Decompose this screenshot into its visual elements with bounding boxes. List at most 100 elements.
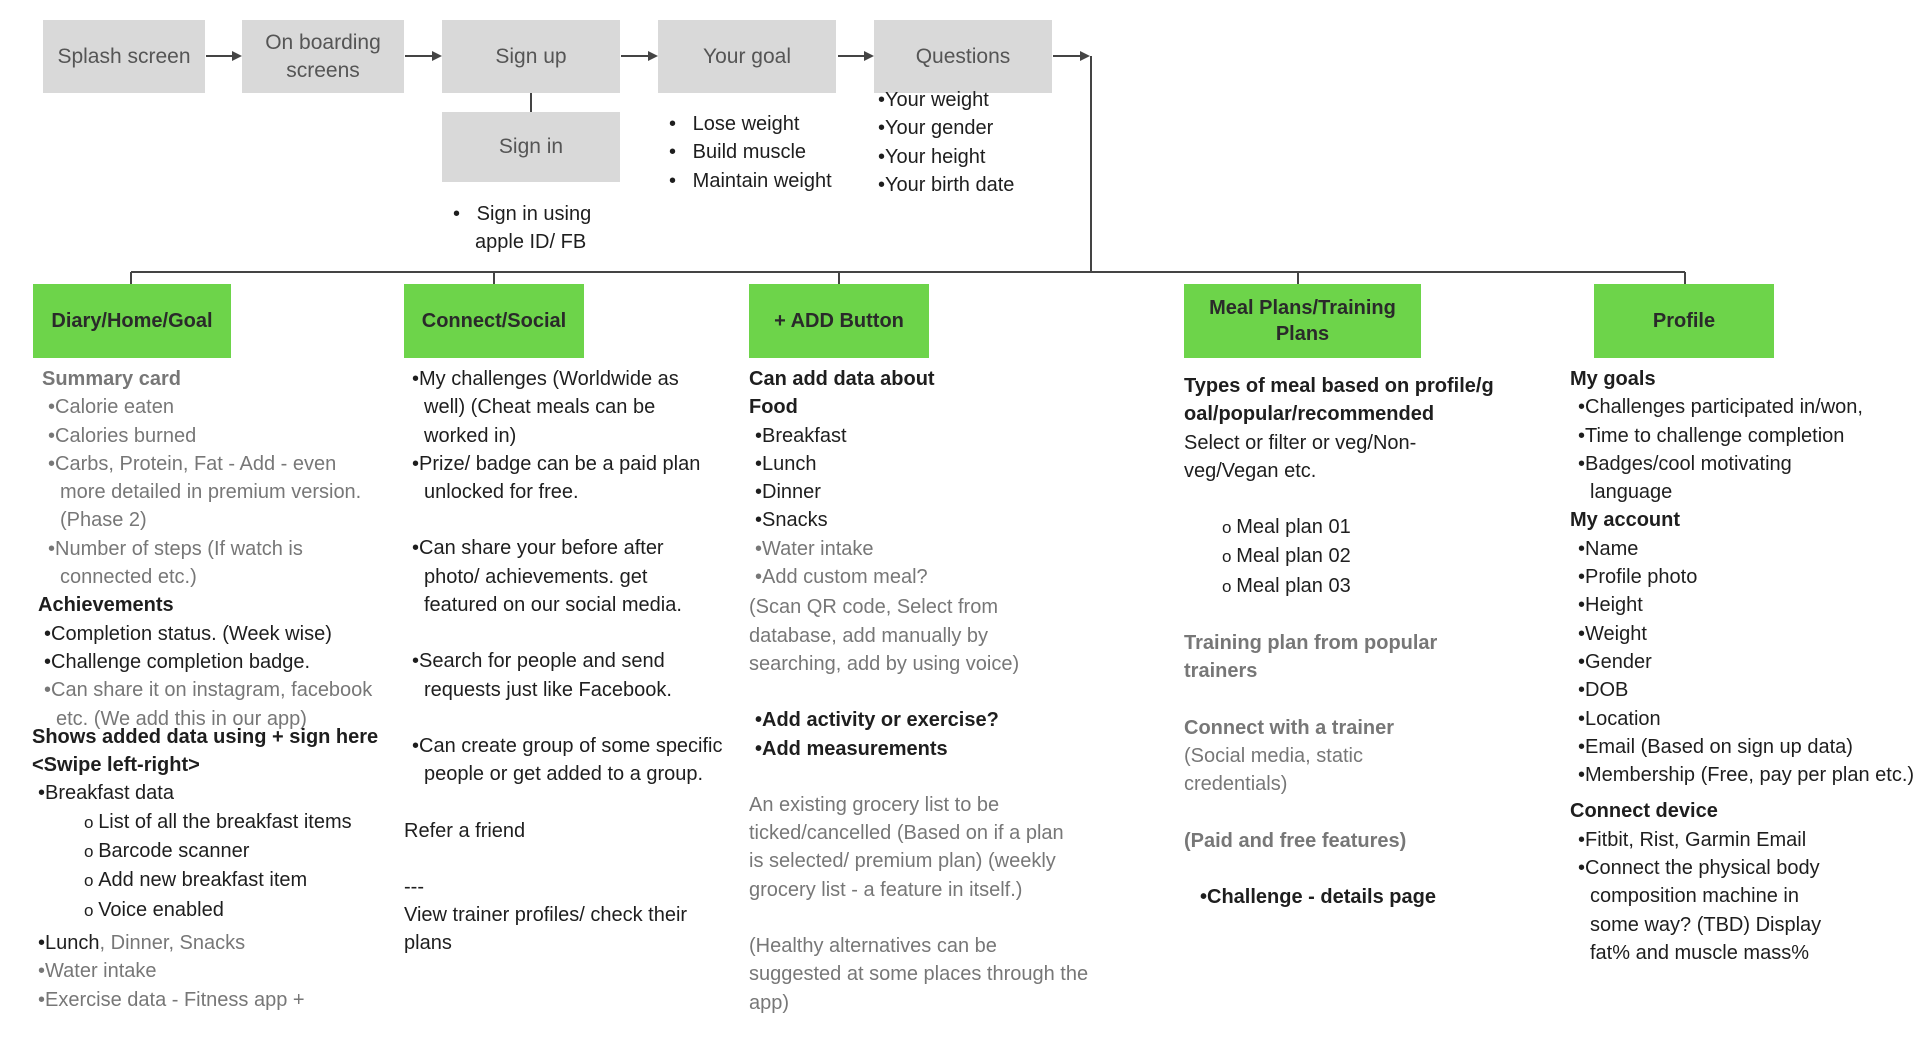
question-items-list: Your weight Your gender Your height Your… bbox=[878, 86, 1078, 199]
add-column: Can add data about Food Breakfast Lunch … bbox=[749, 365, 1089, 1017]
connect-item: Prize/ badge can be a paid plan unlocked… bbox=[412, 450, 714, 507]
achievement-item: Can share it on instagram, facebook etc.… bbox=[44, 676, 396, 733]
add-activity-item: Add activity or exercise? bbox=[755, 706, 1089, 734]
onboarding-label: On boarding screens bbox=[265, 31, 381, 82]
question-item: Your height bbox=[878, 143, 1078, 171]
challenge-details-item: Challenge - details page bbox=[1200, 883, 1514, 911]
onboarding-box: On boarding screens bbox=[242, 20, 404, 93]
lunch-dinner-item: Lunch, Dinner, Snacks bbox=[38, 929, 397, 957]
diary-column: Summary card Calorie eaten Calories burn… bbox=[32, 365, 397, 1014]
connect-column: My challenges (Worldwide as well) (Cheat… bbox=[404, 365, 724, 958]
signin-box: Sign in bbox=[442, 112, 620, 182]
food-item: Lunch bbox=[755, 450, 1089, 478]
my-account-heading: My account bbox=[1570, 509, 1681, 532]
account-item: Gender bbox=[1578, 648, 1915, 676]
scan-note-text: (Scan QR code, Select from database, add… bbox=[749, 596, 1020, 675]
signup-label: Sign up bbox=[495, 44, 567, 68]
summary-item: Carbs, Protein, Fat - Add - even more de… bbox=[48, 450, 380, 535]
device-item: Connect the physical body composition ma… bbox=[1578, 854, 1840, 967]
question-item: Your birth date bbox=[878, 171, 1078, 199]
goal-item: Badges/cool motivating language bbox=[1578, 450, 1870, 507]
connect-device-heading: Connect device bbox=[1570, 800, 1718, 823]
add-food-heading: Can add data about Food bbox=[749, 368, 935, 419]
achievement-item: Completion status. (Week wise) bbox=[44, 620, 397, 648]
breakfast-sub-item: List of all the breakfast items bbox=[46, 808, 397, 837]
summary-card-heading: Summary card bbox=[42, 368, 181, 390]
signup-box: Sign up bbox=[442, 20, 620, 93]
shows-added-data-heading: Shows added data using + sign here <Swip… bbox=[32, 725, 379, 777]
goal-option: Build muscle bbox=[663, 138, 833, 166]
goal-item: Time to challenge completion bbox=[1578, 422, 1915, 450]
profile-section-title: Profile bbox=[1652, 310, 1716, 332]
your-goal-box: Your goal bbox=[658, 20, 836, 93]
meal-plan-item: Meal plan 03 bbox=[1184, 572, 1514, 601]
splash-screen-box: Splash screen bbox=[43, 20, 205, 93]
question-item: Your gender bbox=[878, 114, 1078, 142]
meal-plan-item: Meal plan 01 bbox=[1184, 513, 1514, 542]
meal-column: Types of meal based on profile/goal/popu… bbox=[1184, 372, 1514, 911]
breakfast-sub-item: Add new breakfast item bbox=[46, 866, 397, 895]
breakfast-data-item: Breakfast data bbox=[38, 779, 397, 807]
food-item: Breakfast bbox=[755, 422, 1089, 450]
goal-options-list: Lose weight Build muscle Maintain weight bbox=[663, 110, 833, 195]
connect-trainer-text: Connect with a trainer bbox=[1184, 716, 1395, 739]
dashes-text: --- bbox=[404, 875, 424, 898]
profile-column: My goals Challenges participated in/won,… bbox=[1570, 365, 1915, 967]
water-intake-item: Water intake bbox=[38, 957, 397, 985]
training-plan-text: Training plan from popular trainers bbox=[1184, 632, 1438, 683]
meal-filter-text: Select or filter or veg/Non-veg/Vegan et… bbox=[1184, 431, 1417, 482]
exercise-data-item: Exercise data - Fitness app + bbox=[38, 986, 397, 1014]
add-extra-item: Water intake bbox=[755, 535, 1089, 563]
meal-plan-item: Meal plan 02 bbox=[1184, 542, 1514, 571]
connect-item: My challenges (Worldwide as well) (Cheat… bbox=[412, 365, 724, 450]
account-item: Location bbox=[1578, 705, 1915, 733]
question-item: Your weight bbox=[878, 86, 1078, 114]
splash-screen-label: Splash screen bbox=[57, 44, 191, 68]
account-item: Name bbox=[1578, 535, 1915, 563]
refer-friend-text: Refer a friend bbox=[404, 819, 526, 842]
add-extra-item: Add custom meal? bbox=[755, 563, 1089, 591]
achievements-heading: Achievements bbox=[38, 594, 174, 617]
connect-item: Search for people and send requests just… bbox=[412, 647, 724, 704]
questions-label: Questions bbox=[915, 44, 1011, 68]
goal-option: Lose weight bbox=[663, 110, 833, 138]
goal-option: Maintain weight bbox=[663, 167, 833, 195]
signin-note-text: Sign in using apple ID/ FB bbox=[447, 200, 617, 257]
dinner-snacks-label: , Dinner, Snacks bbox=[99, 931, 246, 954]
device-item: Fitbit, Rist, Garmin Email bbox=[1578, 826, 1915, 854]
your-goal-label: Your goal bbox=[703, 44, 791, 68]
account-item: Profile photo bbox=[1578, 563, 1915, 591]
add-section-title: + ADD Button bbox=[774, 310, 904, 332]
connect-item: Can share your before after photo/ achie… bbox=[412, 534, 724, 619]
summary-item: Calorie eaten bbox=[48, 393, 397, 421]
add-section-box: + ADD Button bbox=[749, 284, 929, 358]
meal-section-title: Meal Plans/Training Plans bbox=[1209, 297, 1396, 345]
account-item: DOB bbox=[1578, 676, 1915, 704]
account-item: Membership (Free, pay per plan etc.) bbox=[1578, 761, 1915, 789]
meal-types-heading: Types of meal based on profile/goal/popu… bbox=[1184, 375, 1494, 426]
achievement-item: Challenge completion badge. bbox=[44, 648, 397, 676]
connect-item: Can create group of some specific people… bbox=[412, 732, 724, 789]
connect-section-box: Connect/Social bbox=[404, 284, 584, 358]
meal-section-box: Meal Plans/Training Plans bbox=[1184, 284, 1421, 358]
social-note-text: (Social media, static credentials) bbox=[1184, 744, 1363, 796]
signin-label: Sign in bbox=[498, 135, 564, 159]
add-measurements-item: Add measurements bbox=[755, 735, 1089, 763]
goal-item: Challenges participated in/won, bbox=[1578, 393, 1870, 421]
connect-section-title: Connect/Social bbox=[421, 310, 567, 332]
breakfast-sub-item: Barcode scanner bbox=[46, 837, 397, 866]
my-goals-heading: My goals bbox=[1570, 368, 1656, 390]
profile-section-box: Profile bbox=[1594, 284, 1774, 358]
food-item: Snacks bbox=[755, 506, 1089, 534]
summary-item: Number of steps (If watch is connected e… bbox=[48, 535, 360, 592]
paid-free-text: (Paid and free features) bbox=[1184, 829, 1407, 852]
grocery-list-text: An existing grocery list to be ticked/ca… bbox=[749, 793, 1064, 901]
food-item: Dinner bbox=[755, 478, 1089, 506]
diary-section-title: Diary/Home/Goal bbox=[51, 310, 213, 332]
breakfast-sub-item: Voice enabled bbox=[46, 896, 397, 925]
signin-note: Sign in using apple ID/ FB bbox=[447, 200, 617, 257]
account-item: Height bbox=[1578, 591, 1915, 619]
account-item: Weight bbox=[1578, 620, 1915, 648]
questions-box: Questions bbox=[874, 20, 1052, 93]
